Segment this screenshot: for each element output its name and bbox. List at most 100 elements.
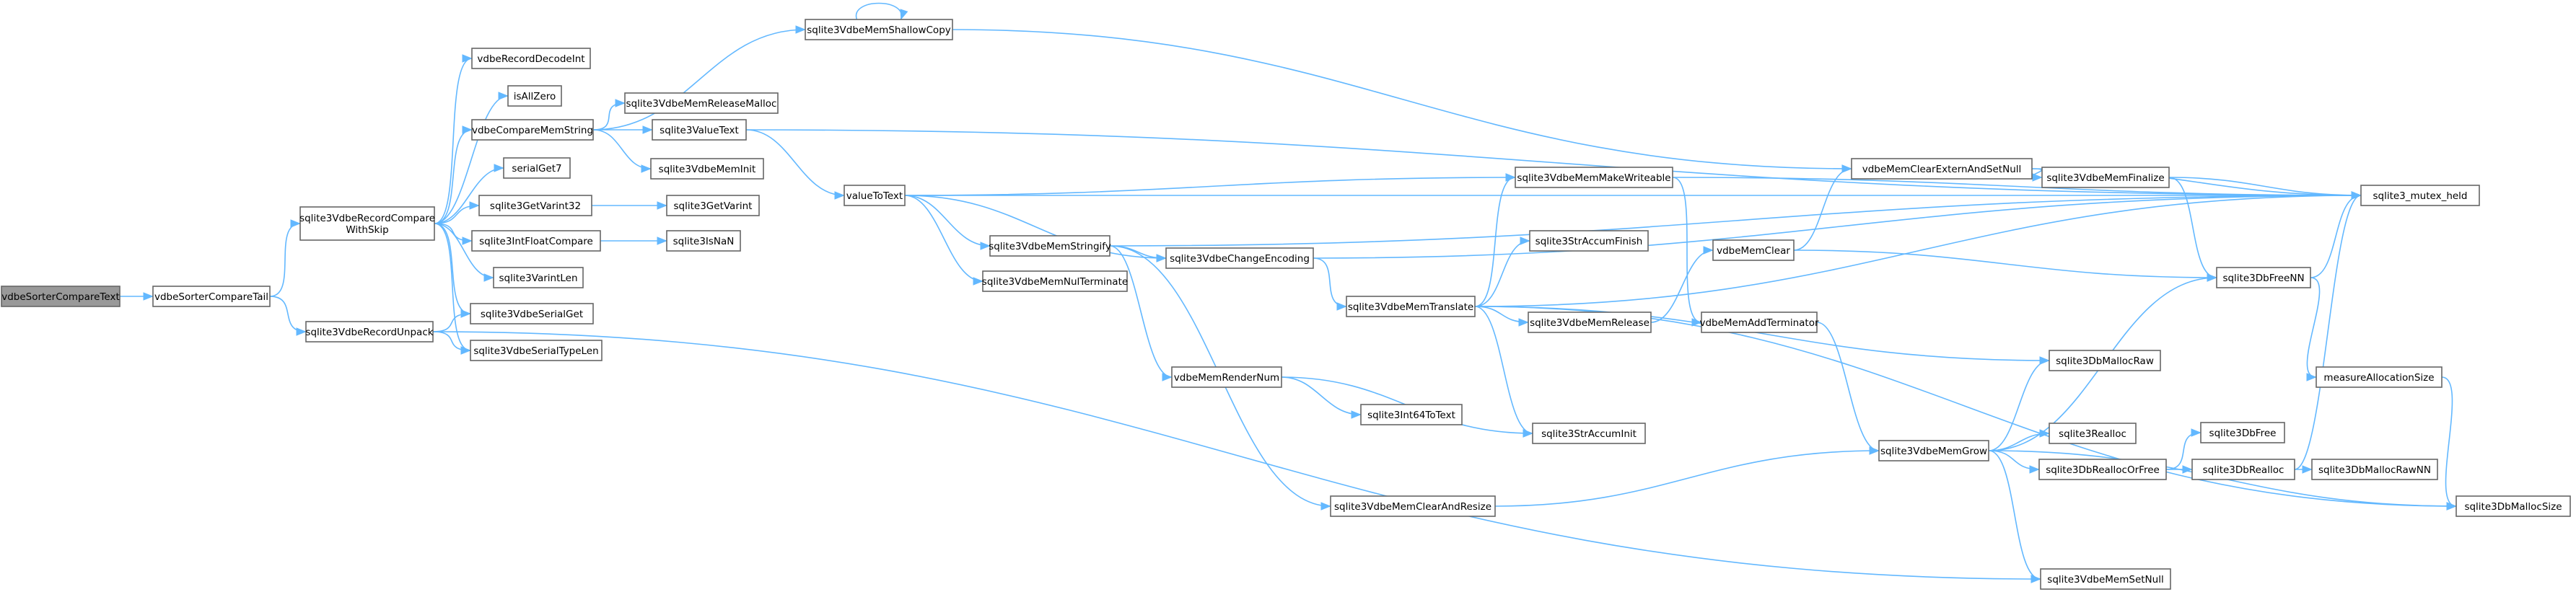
edge-finalize-to-freenn [2168,177,2217,282]
node-box [1851,158,2033,180]
node-serialget[interactable]: sqlite3VdbeSerialGet [470,303,594,324]
node-valuetext[interactable]: sqlite3ValueText [652,119,747,141]
node-mutexheld[interactable]: sqlite3_mutex_held [2360,185,2480,206]
node-setnull[interactable]: sqlite3VdbeMemSetNull [2040,568,2171,590]
node-label: sqlite3VdbeMemTranslate [1348,301,1473,313]
node-box [471,48,591,69]
node-mallocsize[interactable]: sqlite3DbMallocSize [2455,495,2571,517]
node-root: vdbeSorterCompareText [1,286,121,307]
node-valuetotext[interactable]: valueToText [844,185,906,206]
node-clearextern[interactable]: vdbeMemClearExternAndSetNull [1851,158,2033,180]
node-makewriteable[interactable]: sqlite3VdbeMemMakeWriteable [1515,167,1673,188]
node-label: measureAllocationSize [2323,372,2434,384]
node-box [805,19,953,40]
node-box [470,340,603,361]
node-isnan[interactable]: sqlite3IsNaN [666,230,741,252]
edge-changeenc-to-translate [1313,257,1347,311]
node-label: sqlite3DbReallocOrFree [2046,464,2160,476]
edge-rcws-to-decint [434,54,473,224]
node-nulterm[interactable]: sqlite3VdbeMemNulTerminate [982,270,1128,292]
node-clearresize[interactable]: sqlite3VdbeMemClearAndResize [1330,495,1496,517]
node-label: sqlite3VdbeMemNulTerminate [982,276,1128,288]
node-memclear[interactable]: vdbeMemClear [1712,239,1795,261]
edge-tail-to-unpack [269,296,307,336]
node-mallocrawnn[interactable]: sqlite3DbMallocRawNN [2311,459,2438,480]
node-relmalloc[interactable]: sqlite3VdbeMemReleaseMalloc [624,92,779,114]
node-label: vdbeSorterCompareTail [154,291,268,303]
node-measure[interactable]: measureAllocationSize [2316,366,2443,388]
node-box [471,119,594,141]
node-meminit[interactable]: sqlite3VdbeMemInit [650,158,764,180]
node-box [2200,422,2285,443]
node-realloc[interactable]: sqlite3Realloc [2049,423,2137,444]
node-straccuminit[interactable]: sqlite3StrAccumInit [1532,423,1646,444]
node-unpack[interactable]: sqlite3VdbeRecordUnpack [305,321,434,343]
node-addterm[interactable]: vdbeMemAddTerminator [1699,312,1819,333]
edge-addterm-to-memgrow [1816,322,1880,455]
node-label: sqlite3IntFloatCompare [479,236,593,247]
node-serialget7[interactable]: serialGet7 [503,157,571,179]
node-memrelease[interactable]: sqlite3VdbeMemRelease [1528,312,1652,333]
edge-changeenc-to-mutexheld [1313,191,2362,259]
node-label: sqlite3VdbeSerialTypeLen [473,345,598,357]
node-label: sqlite3VdbeMemGrow [1880,446,1987,457]
node-finalize[interactable]: sqlite3VdbeMemFinalize [2041,167,2170,188]
edge-translate-to-mallocraw [1474,306,2050,365]
edge-cmpstr-to-shallow [592,25,806,131]
edge-rcws-to-getvarint32 [434,201,480,224]
node-label: sqlite3DbMallocSize [2464,501,2562,513]
node-label: vdbeSorterCompareText [1,291,120,303]
node-box [2041,167,2170,188]
node-label: vdbeRecordDecodeInt [477,53,584,65]
node-serialtypelen[interactable]: sqlite3VdbeSerialTypeLen [470,340,603,361]
node-translate[interactable]: sqlite3VdbeMemTranslate [1346,296,1476,317]
node-tail[interactable]: vdbeSorterCompareTail [152,286,271,307]
edge-shallow-to-shallow [855,2,908,20]
node-box [2316,366,2443,388]
node-box [2049,423,2137,444]
node-memgrow[interactable]: sqlite3VdbeMemGrow [1878,440,1989,461]
node-shallow[interactable]: sqlite3VdbeMemShallowCopy [805,19,953,40]
node-dbfree[interactable]: sqlite3DbFree [2200,422,2285,443]
edge-makewriteable-to-addterm [1672,177,1702,327]
node-stringify[interactable]: sqlite3VdbeMemStringify [989,235,1111,257]
node-freenn[interactable]: sqlite3DbFreeNN [2216,267,2311,288]
node-getvarint32[interactable]: sqlite3GetVarint32 [478,195,592,216]
node-cmpstr[interactable]: vdbeCompareMemString [471,119,594,141]
node-mallocraw[interactable]: sqlite3DbMallocRaw [2049,350,2161,371]
node-box [1528,312,1652,333]
node-box [478,195,592,216]
node-label: sqlite3VdbeMemStringify [989,241,1111,252]
node-intfloat[interactable]: sqlite3IntFloatCompare [471,230,601,252]
node-label: sqlite3ValueText [660,125,739,136]
node-straccumfinish[interactable]: sqlite3StrAccumFinish [1529,230,1649,252]
edge-translate-to-straccumfinish [1474,237,1530,307]
edge-freenn-to-mutexheld [2310,191,2362,278]
node-int64totext[interactable]: sqlite3Int64ToText [1360,404,1463,425]
node-box [1878,440,1989,461]
node-box [624,92,779,114]
edge-translate-to-straccuminit [1474,306,1533,438]
node-label: sqlite3VdbeMemMakeWriteable [1517,172,1670,184]
node-box [1529,230,1649,252]
edge-memclear-to-clearextern [1793,164,1852,251]
node-label: sqlite3VdbeMemShallowCopy [807,25,951,36]
node-getvarint[interactable]: sqlite3GetVarint [666,195,760,216]
node-varintlen[interactable]: sqlite3VarintLen [493,267,584,288]
node-box [652,119,747,141]
node-box [982,270,1128,292]
node-reallocorfree[interactable]: sqlite3DbReallocOrFree [2038,459,2167,480]
node-isallzero[interactable]: isAllZero [507,85,562,107]
node-changeenc[interactable]: sqlite3VdbeChangeEncoding [1165,247,1314,269]
edge-dbrealloc-to-mutexheld [2294,191,2362,470]
node-decint[interactable]: vdbeRecordDecodeInt [471,48,591,69]
node-label: isAllZero [514,91,556,102]
edge-stringify-to-rendernum [1109,245,1173,381]
node-rendernum[interactable]: vdbeMemRenderNum [1171,366,1282,388]
node-label: sqlite3VdbeMemSetNull [2047,574,2163,586]
node-box [1712,239,1795,261]
node-label: sqlite3VarintLen [499,273,577,284]
node-dbrealloc[interactable]: sqlite3DbRealloc [2191,459,2295,480]
node-box [471,230,601,252]
